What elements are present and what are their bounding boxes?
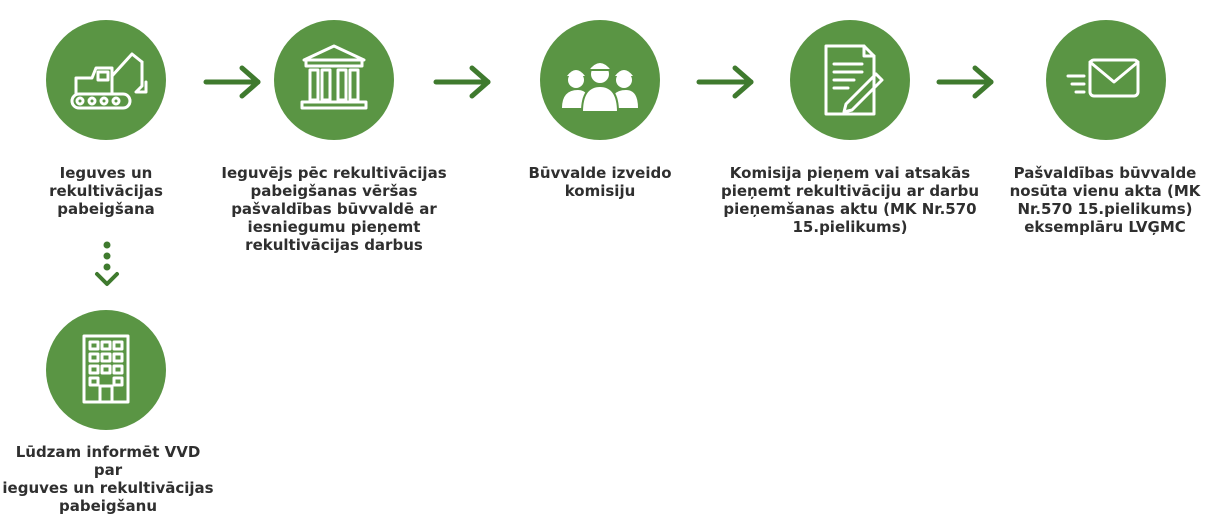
step-1-label: Ieguves un rekultivācijas pabeigšana [49, 164, 163, 218]
step-3-label: Būvvalde izveido komisiju [528, 164, 672, 200]
step-5-circle [1046, 20, 1166, 140]
arrow-1 [203, 65, 261, 99]
excavator-icon [70, 52, 148, 110]
step-2-label: Ieguvējs pēc rekultivācijas pabeigšanas … [221, 164, 447, 254]
envelope-send-icon [1066, 58, 1140, 98]
municipal-building-icon [300, 44, 368, 110]
step-2-circle [274, 20, 394, 140]
dotted-down-arrow [95, 241, 119, 286]
step-3-circle [540, 20, 660, 140]
arrow-2 [433, 65, 491, 99]
sub-step-label: Lūdzam informēt VVD par ieguves un rekul… [2, 443, 214, 515]
document-sign-icon [824, 44, 884, 116]
workers-commission-icon [562, 61, 638, 113]
sub-step-circle [46, 310, 166, 430]
step-4-label: Komisija pieņem vai atsakās pieņemt reku… [721, 164, 979, 236]
arrow-3 [696, 65, 754, 99]
step-5-label: Pašvaldības būvvalde nosūta vienu akta (… [1009, 164, 1201, 236]
arrow-4 [936, 65, 994, 99]
step-4-circle [790, 20, 910, 140]
step-1-circle [46, 20, 166, 140]
office-building-icon [82, 334, 130, 404]
